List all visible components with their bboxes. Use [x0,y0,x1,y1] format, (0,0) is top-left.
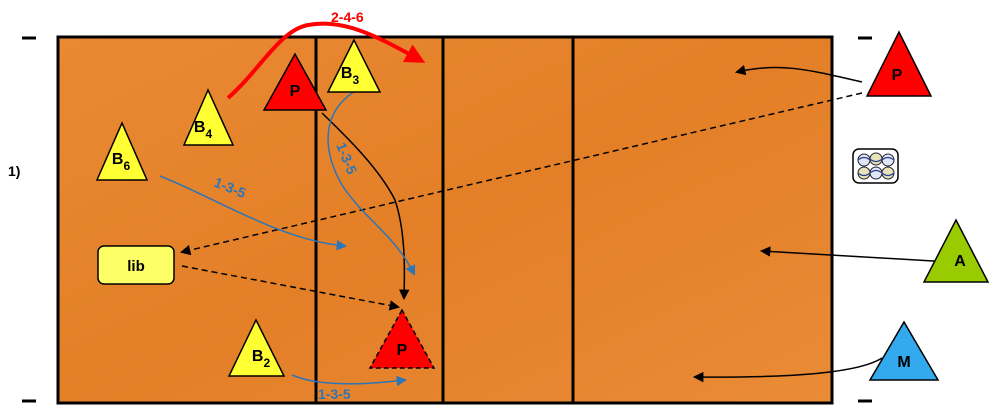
b2-route-label: 1-3-5 [318,386,351,402]
player-libero: lib [98,246,174,284]
svg-text:P: P [892,67,903,84]
volleyball-cart-icon [853,149,898,183]
svg-text:P: P [290,83,301,100]
court [58,37,832,403]
svg-text:M: M [897,354,910,371]
row-label: 1) [8,163,20,179]
svg-text:P: P [397,342,408,359]
svg-text:A: A [954,253,966,270]
player-a-right: A [924,220,988,282]
player-m-right: M [870,322,938,380]
svg-text:lib: lib [127,258,145,275]
player-p-right: P [867,32,931,96]
red-route-label: 2-4-6 [331,9,364,25]
court-boundary [58,37,832,403]
